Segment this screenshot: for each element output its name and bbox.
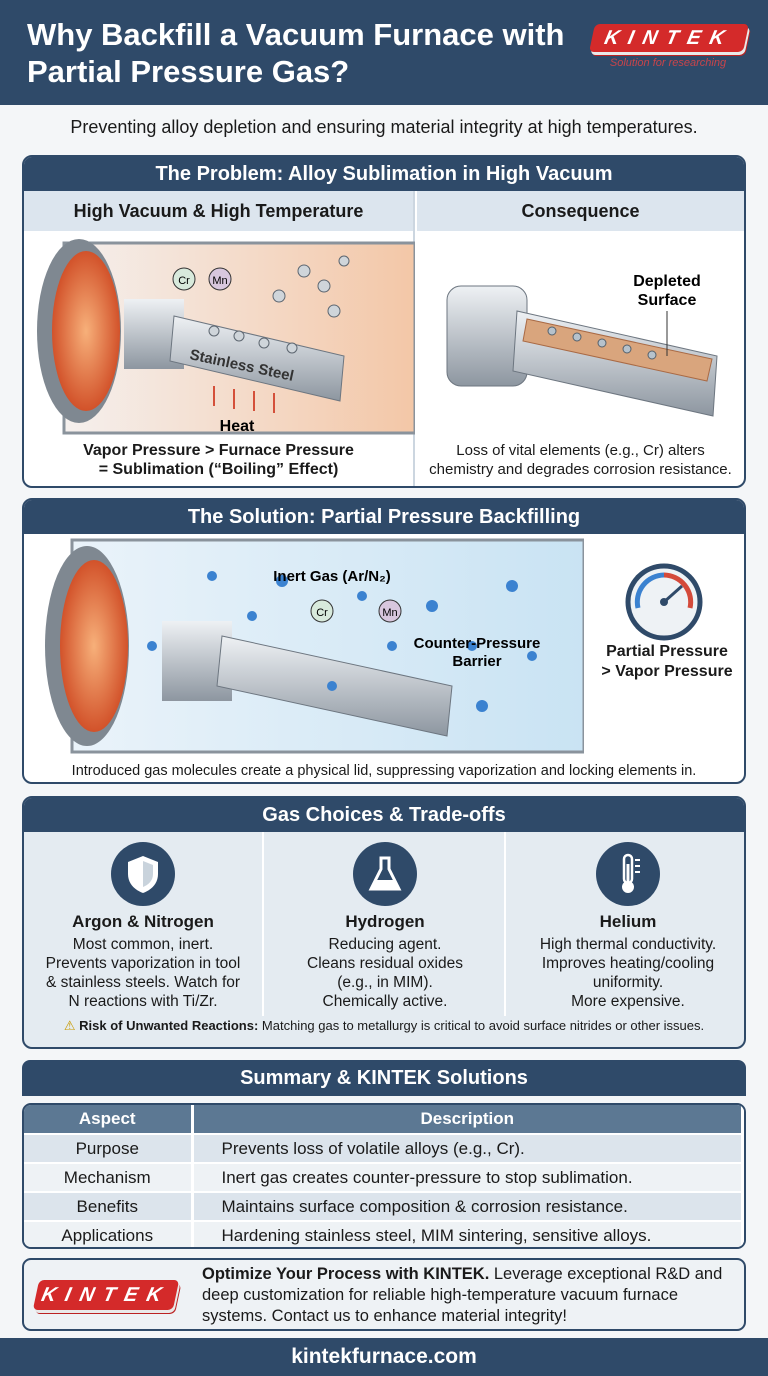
warning-title: Risk of Unwanted Reactions:: [79, 1018, 259, 1033]
problem-left-heading: High Vacuum & High Temperature: [24, 191, 413, 231]
aspect-cell: Purpose: [24, 1133, 194, 1163]
shield-icon: [111, 842, 175, 906]
footer: kintekfurnace.com: [0, 1338, 768, 1376]
solution-caption: Introduced gas molecules create a physic…: [71, 763, 697, 779]
heat-label: Heat: [220, 418, 255, 435]
solution-title: The Solution: Partial Pressure Backfilli…: [24, 500, 744, 534]
consequence-caption: Loss of vital elements (e.g., Cr) alters…: [417, 441, 744, 479]
inert-gas-label: Inert Gas (Ar/N₂): [273, 568, 391, 585]
caption-line: = Sublimation (“Boiling” Effect): [98, 461, 339, 478]
barrier-label-1: Counter-Pressure: [414, 635, 541, 652]
header-banner: Why Backfill a Vacuum Furnace with Parti…: [0, 0, 768, 105]
cta-body: Leverage exceptional R&D and deep custom…: [202, 1265, 723, 1325]
barrier-label-2: Barrier: [452, 653, 501, 670]
depleted-rod-illustration: Depleted Surface: [446, 273, 718, 417]
gauge-caption: Partial Pressure > Vapor Pressure: [592, 642, 742, 682]
gas-option-hydrogen: Hydrogen Reducing agent.Cleans residual …: [266, 832, 506, 1016]
sublimation-illustration: Cr Mn Stainless Steel Heat: [37, 239, 417, 435]
caption-line: > Vapor Pressure: [601, 663, 733, 680]
warning-note: ⚠ Risk of Unwanted Reactions: Matching g…: [24, 1018, 744, 1034]
flask-icon: [353, 842, 417, 906]
gas-description: High thermal conductivity.Improves heati…: [539, 936, 717, 1010]
description-cell: Prevents loss of volatile alloys (e.g., …: [192, 1133, 744, 1163]
depleted-label-2: Surface: [638, 292, 697, 309]
problem-right-panel: Consequence Depleted Surface Loss of vit…: [417, 191, 744, 486]
backfill-illustration: Inert Gas (Ar/N₂) Cr Mn Counter-Pressure…: [45, 538, 584, 754]
page-subtitle: Preventing alloy depletion and ensuring …: [70, 117, 698, 137]
kintek-logo: KINTEK: [32, 1280, 180, 1310]
gas-option-argon-nitrogen: Argon & Nitrogen Most common, inert.Prev…: [24, 832, 264, 1016]
solution-card: The Solution: Partial Pressure Backfilli…: [22, 498, 746, 784]
description-cell: Inert gas creates counter-pressure to st…: [192, 1162, 744, 1192]
caption-line: Vapor Pressure > Furnace Pressure: [83, 442, 354, 459]
gas-option-helium: Helium High thermal conductivity.Improve…: [508, 832, 744, 1016]
pressure-gauge-icon: [625, 563, 703, 641]
kintek-logo: KINTEK: [589, 24, 749, 52]
description-cell: Maintains surface composition & corrosio…: [192, 1191, 744, 1221]
cta-headline: Optimize Your Process with KINTEK.: [202, 1265, 490, 1283]
consequence-heading: Consequence: [417, 191, 744, 231]
gas-description: Most common, inert.Prevents vaporization…: [45, 936, 241, 1010]
cr-label: Cr: [178, 275, 190, 287]
column-header: Aspect: [24, 1105, 194, 1134]
caption-line: Partial Pressure: [606, 643, 728, 660]
aspect-cell: Benefits: [24, 1191, 194, 1221]
warning-icon: ⚠: [63, 1018, 76, 1033]
depleted-label-1: Depleted: [633, 273, 701, 290]
cta-box: KINTEK Optimize Your Process with KINTEK…: [22, 1258, 746, 1331]
problem-left-caption: Vapor Pressure > Furnace Pressure = Subli…: [24, 441, 413, 479]
summary-title: Summary & KINTEK Solutions: [22, 1060, 746, 1096]
column-header: Description: [192, 1105, 744, 1134]
description-cell: Hardening stainless steel, MIM sintering…: [192, 1220, 744, 1247]
caption-line: chemistry and degrades corrosion resista…: [429, 461, 732, 478]
cta-text: Optimize Your Process with KINTEK. Lever…: [202, 1264, 732, 1327]
aspect-cell: Applications: [24, 1220, 194, 1247]
warning-text: Matching gas to metallurgy is critical t…: [258, 1018, 705, 1033]
aspect-cell: Mechanism: [24, 1162, 194, 1192]
gas-description: Reducing agent.Cleans residual oxides(e.…: [307, 936, 463, 1010]
website-link[interactable]: kintekfurnace.com: [291, 1345, 477, 1368]
cr-label: Cr: [316, 607, 328, 619]
problem-title: The Problem: Alloy Sublimation in High V…: [24, 157, 744, 191]
stainless-steel-rod: [169, 315, 345, 402]
mn-label: Mn: [382, 607, 397, 619]
gas-name: Argon & Nitrogen: [72, 912, 214, 931]
gas-choices-title: Gas Choices & Trade-offs: [24, 798, 744, 832]
problem-left-panel: High Vacuum & High Temperature Cr Mn Sta…: [24, 191, 417, 486]
thermometer-icon: [596, 842, 660, 906]
gas-choices-card: Gas Choices & Trade-offs Argon & Nitroge…: [22, 796, 746, 1049]
logo-tagline: Solution for researching: [609, 57, 727, 69]
caption-line: Loss of vital elements (e.g., Cr) alters: [456, 442, 705, 459]
problem-card: The Problem: Alloy Sublimation in High V…: [22, 155, 746, 488]
mn-label: Mn: [212, 275, 227, 287]
page-title: Why Backfill a Vacuum Furnace with Parti…: [27, 17, 565, 89]
gas-name: Helium: [599, 912, 657, 931]
gas-name: Hydrogen: [345, 912, 425, 931]
